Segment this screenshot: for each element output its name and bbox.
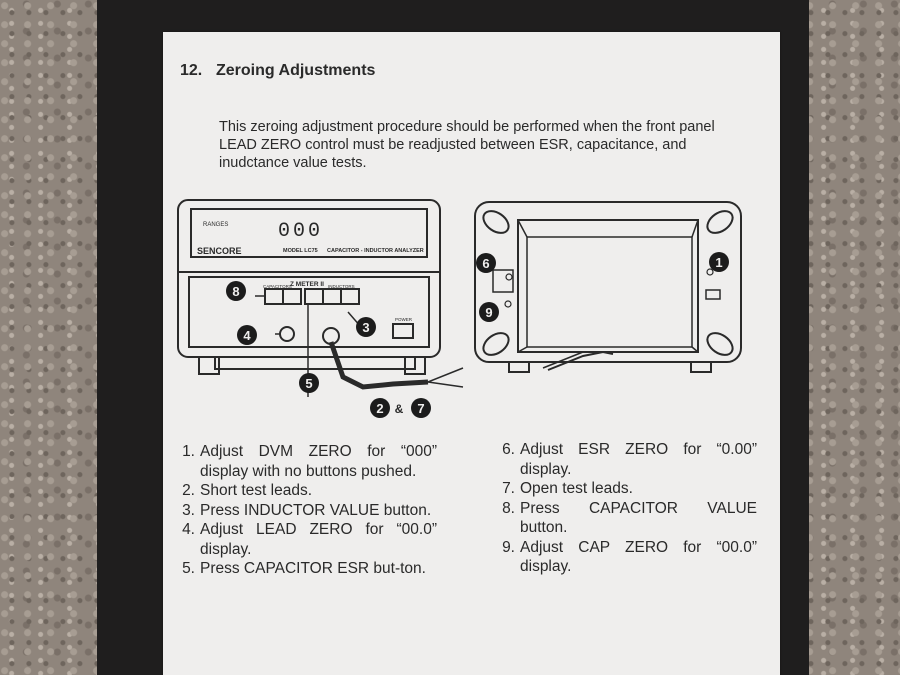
brand-label: SENCORE <box>197 246 242 256</box>
inductor-value-button <box>322 288 342 305</box>
capacitor-value-button <box>282 288 302 305</box>
step-item: 5.Press CAPACITOR ESR but-ton. <box>182 560 426 577</box>
callout-badges: 8 4 3 5 2 & 7 6 1 9 <box>226 252 729 418</box>
model-label: MODEL LC75 <box>283 248 318 254</box>
callout-9: 9 <box>479 302 499 322</box>
rear-foot-bottom-left <box>482 332 510 356</box>
step-item: 2.Short test leads. <box>182 482 313 499</box>
rear-case <box>474 201 742 363</box>
base-foot-bar <box>214 356 416 370</box>
callout-4: 4 <box>237 325 257 345</box>
svg-text:1: 1 <box>715 255 722 270</box>
rear-leg-right <box>690 361 712 373</box>
step-item: 3.Press INDUCTOR VALUE button. <box>182 501 432 519</box>
svg-text:2: 2 <box>376 401 383 416</box>
steps-list-left: 1.Adjust DVM ZERO for “000” display with… <box>175 442 437 579</box>
manual-page: 12. Zeroing Adjustments This zeroing adj… <box>163 32 780 675</box>
rear-switch <box>705 289 721 300</box>
rear-window-inner <box>526 236 693 348</box>
power-switch <box>392 323 414 339</box>
display-readout: 000 <box>278 220 323 243</box>
front-panel-labels: RANGES 000 SENCORE MODEL LC75 CAPACITOR … <box>197 220 424 322</box>
rear-leg-left <box>508 361 530 373</box>
callout-7: 7 <box>411 398 431 418</box>
analyzer-label: CAPACITOR - INDUCTOR ANALYZER <box>327 248 424 254</box>
rear-foot-top-left <box>482 210 510 234</box>
svg-text:9: 9 <box>485 305 492 320</box>
test-lead-cable <box>328 341 429 390</box>
step-item: 4.Adjust LEAD ZERO for “00.0” display. <box>182 521 437 558</box>
control-panel <box>188 276 430 348</box>
step-item: 9.Adjust CAP ZERO for “00.0” display. <box>502 538 757 576</box>
meter-title: Z METER II <box>290 281 324 288</box>
step-item: 7.Open test leads. <box>502 480 633 497</box>
svg-text:3: 3 <box>362 320 369 335</box>
intro-paragraph: This zeroing adjustment procedure should… <box>219 119 715 171</box>
svg-text:7: 7 <box>417 401 424 416</box>
display-bezel <box>190 208 428 258</box>
callout-5: 5 <box>299 373 319 393</box>
rear-foot-top-right <box>706 210 734 234</box>
callout-6: 6 <box>476 253 496 273</box>
step-item: 1.Adjust DVM ZERO for “000” display with… <box>182 443 437 480</box>
rear-panel-illustration <box>474 201 742 373</box>
steps-list-right: 6.Adjust ESR ZERO for “0.00” display. 7.… <box>495 440 757 577</box>
capacitor-esr-button <box>264 288 284 305</box>
callout-2: 2 <box>370 398 390 418</box>
capacitors-label: CAPACITORS <box>263 284 292 289</box>
rear-adjust-slot <box>492 269 514 293</box>
inductors-label: INDUCTORS <box>328 284 355 289</box>
inductor-range-button <box>340 288 360 305</box>
callout-ampersand: & <box>395 402 404 416</box>
section-number: 12. <box>180 62 203 79</box>
power-label: POWER <box>395 317 413 322</box>
rear-window <box>517 219 699 353</box>
step-item: 6.Adjust ESR ZERO for “0.00” display. <box>502 441 757 478</box>
callout-3: 3 <box>356 317 376 337</box>
svg-text:8: 8 <box>232 284 239 299</box>
svg-text:5: 5 <box>305 376 312 391</box>
callout-1: 1 <box>709 252 729 272</box>
svg-text:4: 4 <box>243 328 251 343</box>
left-foot <box>198 356 220 375</box>
ranges-label: RANGES <box>203 222 228 228</box>
step-item: 8.Press CAPACITOR VALUE button. <box>502 499 757 537</box>
inductor-esr-button <box>304 288 324 305</box>
rear-foot-bottom-right <box>706 332 734 356</box>
lead-zero-knob <box>279 326 295 342</box>
front-panel-illustration <box>177 199 464 397</box>
zeroing-diagram: RANGES 000 SENCORE MODEL LC75 CAPACITOR … <box>177 199 742 418</box>
svg-text:6: 6 <box>482 256 489 271</box>
callout-8: 8 <box>226 281 246 301</box>
rear-power-cord <box>547 350 614 371</box>
right-foot <box>404 356 426 375</box>
test-lead-jack <box>322 327 340 345</box>
section-title: Zeroing Adjustments <box>216 62 376 79</box>
